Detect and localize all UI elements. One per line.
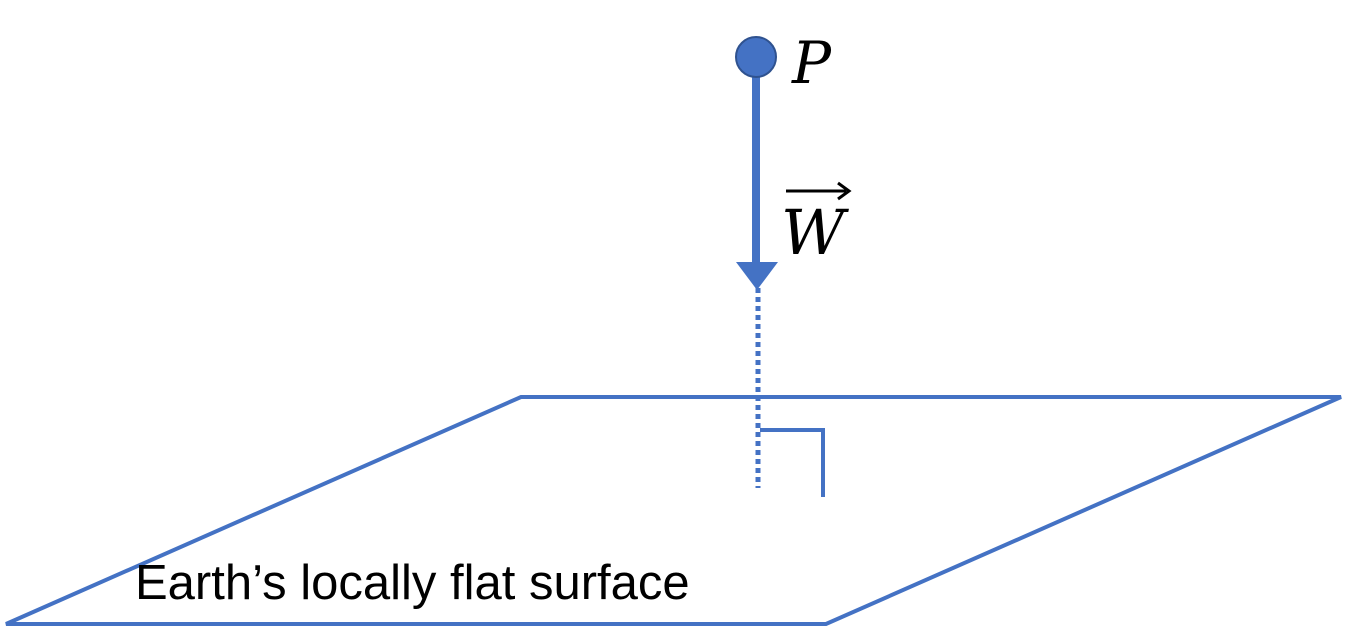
right-angle-marker [760,428,825,497]
weight-vector-arrowhead [736,262,778,290]
vector-w-label: W [781,196,849,269]
surface-label: Earth’s locally flat surface [135,556,690,610]
point-p-dot [735,36,777,78]
vector-overarrow-icon [786,181,852,201]
flat-surface-plane [5,395,1342,626]
point-p-label: P [791,29,832,97]
